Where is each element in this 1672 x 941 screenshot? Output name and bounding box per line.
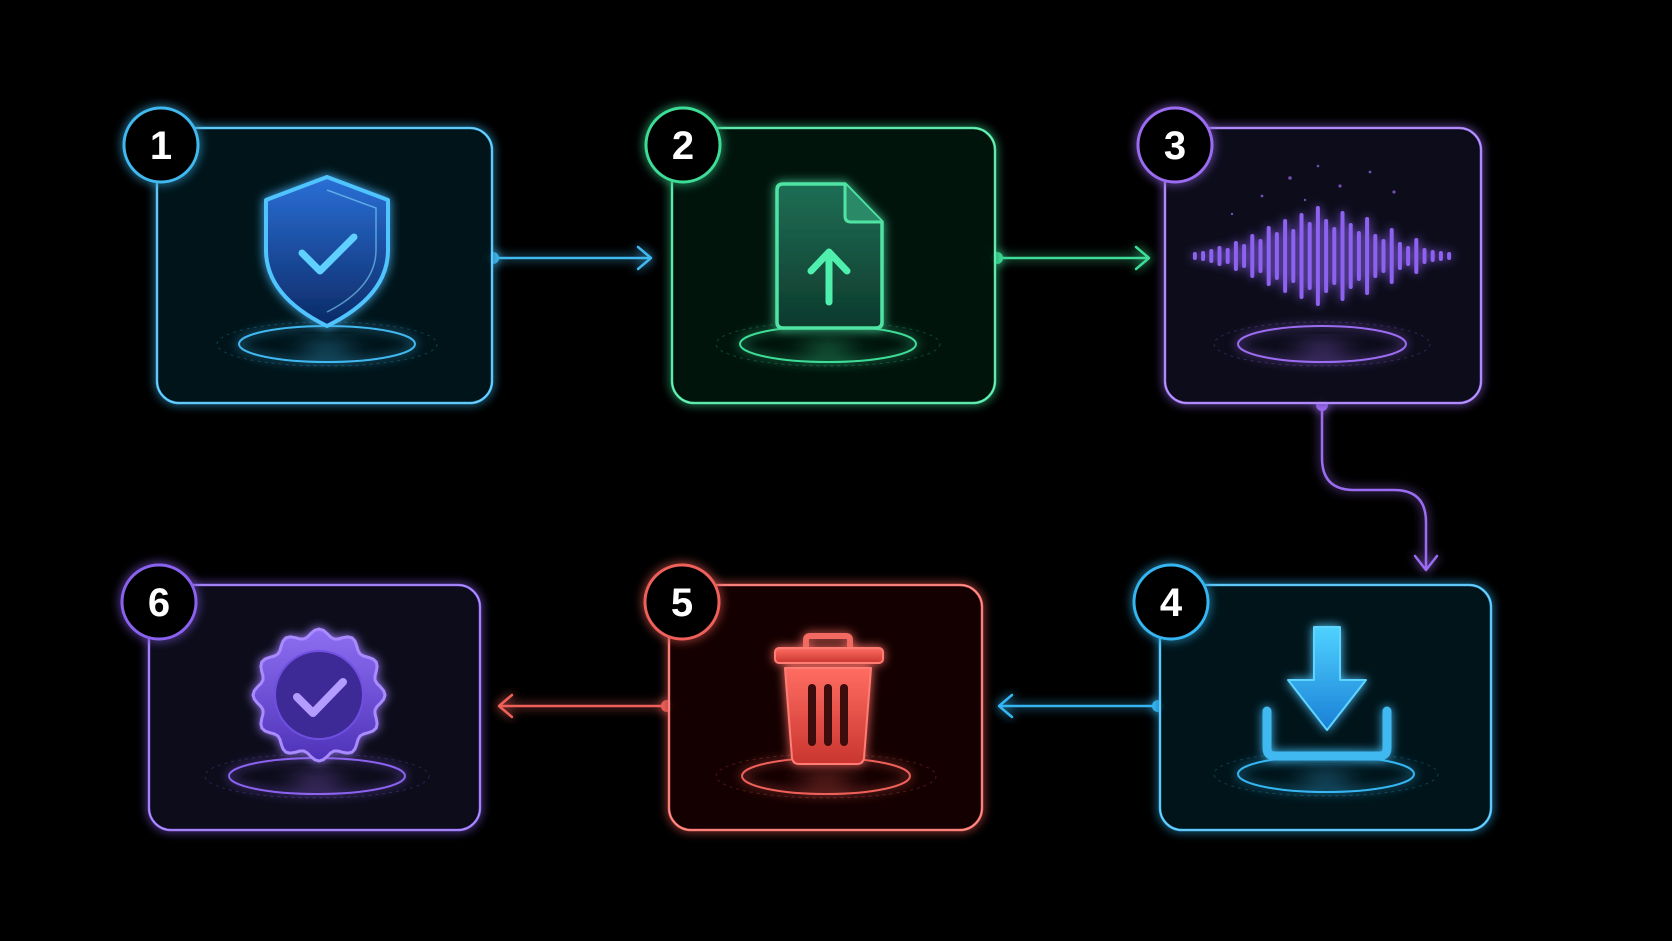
- step-2-badge: 2: [644, 106, 722, 184]
- step-5-number: 5: [671, 581, 693, 625]
- step-4-badge: 4: [1132, 563, 1210, 641]
- step-6-number: 6: [148, 581, 170, 625]
- step-1-badge: 1: [122, 106, 200, 184]
- step-1-card: 1: [122, 106, 494, 405]
- connector-3-to-4: [1316, 399, 1439, 572]
- connector-2-to-3: [991, 245, 1151, 271]
- step-4-card: 4: [1132, 563, 1493, 832]
- step-5-badge: 5: [643, 563, 721, 641]
- connector-5-to-6: [497, 693, 673, 719]
- sound-wave-icon: [1192, 206, 1452, 306]
- step-2-number: 2: [672, 124, 694, 168]
- trash-icon: [774, 633, 884, 765]
- connector-4-to-5: [997, 693, 1164, 719]
- step-6-badge: 6: [120, 563, 198, 641]
- platform-glow: [1213, 321, 1431, 367]
- step-4-number: 4: [1160, 581, 1183, 625]
- step-2-card: 2: [644, 106, 997, 405]
- connector-1-to-2: [487, 245, 653, 271]
- verified-badge-icon: [251, 627, 387, 763]
- step-3-number: 3: [1164, 124, 1186, 168]
- step-3-card: 3: [1136, 106, 1483, 405]
- sparkle-dots: [1230, 164, 1396, 216]
- step-3-badge: 3: [1136, 106, 1214, 184]
- step-1-number: 1: [150, 124, 172, 168]
- shield-check-icon: [264, 175, 390, 328]
- step-6-card: 6: [120, 563, 482, 832]
- download-tray-icon: [1262, 626, 1392, 761]
- step-5-card: 5: [643, 563, 984, 832]
- file-upload-icon: [775, 182, 884, 330]
